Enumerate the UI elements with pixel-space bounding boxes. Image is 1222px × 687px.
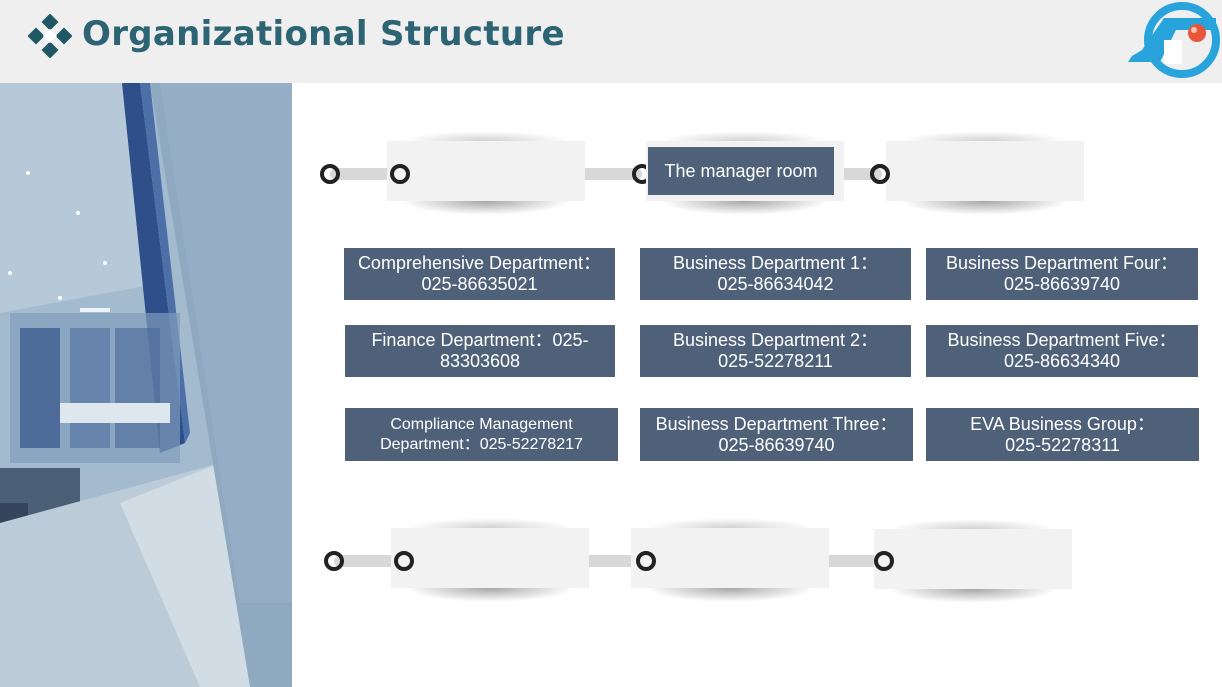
- dept-phone: 83303608: [439, 351, 521, 371]
- dept-name: Business Department 2：: [672, 330, 879, 350]
- page-title: Organizational Structure: [82, 14, 565, 54]
- dept-phone: 025-86634340: [1003, 351, 1121, 371]
- dept-business-five: Business Department Five： 025-86634340: [926, 325, 1198, 377]
- dept-name: Business Department Four：: [945, 253, 1179, 273]
- dept-phone: 025-86635021: [421, 274, 538, 294]
- diamond-icon: [28, 14, 72, 58]
- tag-card: [387, 131, 585, 215]
- dept-compliance: Compliance Management Department：025-522…: [345, 408, 618, 461]
- dept-phone: 025-52278311: [1005, 434, 1120, 455]
- company-logo: [1128, 2, 1220, 78]
- dept-phone: Department：025-52278217: [380, 435, 583, 453]
- dept-name: Compliance Management: [390, 415, 573, 433]
- dept-name: Comprehensive Department：: [357, 253, 602, 273]
- dept-business-four: Business Department Four： 025-86639740: [926, 248, 1198, 300]
- dept-business-three: Business Department Three： 025-86639740: [640, 408, 913, 461]
- header-bar: Organizational Structure: [0, 0, 1222, 83]
- dept-name: Finance Department：025-: [371, 330, 589, 350]
- dept-business-1: Business Department 1： 025-86634042: [640, 248, 911, 300]
- dept-phone: 025-86639740: [718, 434, 835, 455]
- dept-name: Business Department Three：: [655, 413, 898, 434]
- manager-room-label: The manager room: [648, 147, 834, 195]
- office-photo: [0, 83, 292, 687]
- dept-name: EVA Business Group：: [970, 413, 1155, 434]
- dept-phone: 025-86639740: [1003, 274, 1121, 294]
- tag-card: [631, 518, 829, 602]
- tag-card: [886, 131, 1084, 215]
- dept-business-2: Business Department 2： 025-52278211: [640, 325, 911, 377]
- dept-finance: Finance Department：025- 83303608: [345, 325, 615, 377]
- tag-card: [391, 518, 589, 602]
- dept-eva-group: EVA Business Group： 025-52278311: [926, 408, 1199, 461]
- dept-name: Business Department 1：: [672, 253, 879, 273]
- dept-phone: 025-86634042: [717, 274, 834, 294]
- dept-name: Business Department Five：: [947, 330, 1177, 350]
- dept-phone: 025-52278211: [718, 351, 833, 371]
- tag-card: [874, 519, 1072, 603]
- dept-comprehensive: Comprehensive Department： 025-86635021: [344, 248, 615, 300]
